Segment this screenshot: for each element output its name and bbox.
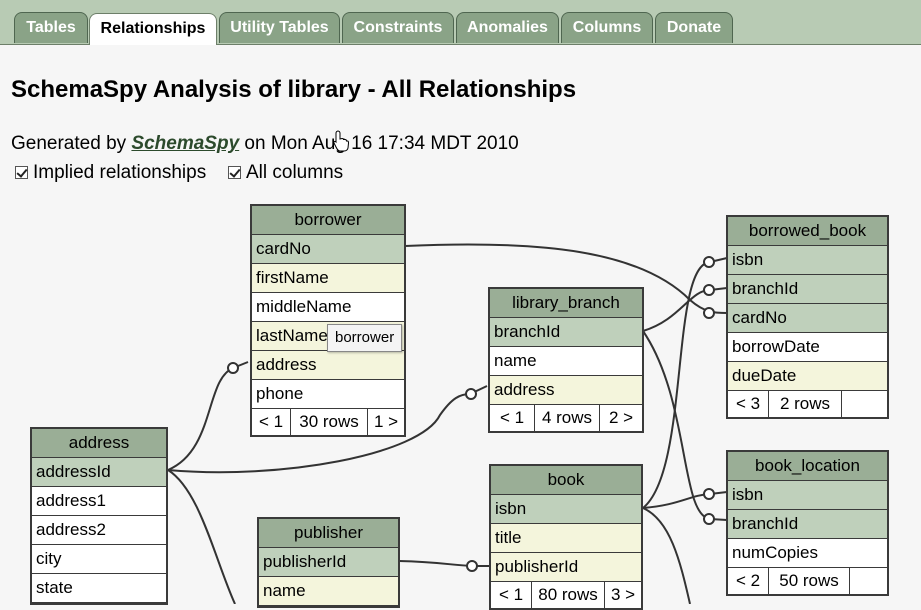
edge-book-isbn-down — [642, 507, 691, 604]
edge-end-library-branch-address — [465, 388, 477, 400]
column-address2[interactable]: address2 — [32, 516, 166, 545]
column-firstname[interactable]: firstName — [252, 264, 404, 293]
column-isbn[interactable]: isbn — [728, 481, 887, 510]
column-isbn[interactable]: isbn — [728, 246, 887, 275]
column-title[interactable]: title — [491, 524, 641, 553]
table-footer: < 1 30 rows 1 > — [252, 409, 404, 435]
edge-address-borrower — [167, 361, 249, 471]
column-address[interactable]: address — [490, 376, 642, 405]
table-book-location[interactable]: book_location isbn branchId numCopies < … — [726, 450, 889, 596]
schemaspy-link[interactable]: SchemaSpy — [131, 133, 240, 154]
children-count[interactable]: 2 > — [608, 408, 634, 427]
parents-count[interactable]: < 2 — [728, 568, 769, 594]
column-publisherid[interactable]: publisherId — [259, 548, 398, 577]
edge-book-borrowed-book — [642, 257, 728, 509]
table-footer: < 2 50 rows — [728, 568, 887, 594]
generated-prefix: Generated by — [11, 133, 132, 154]
column-cardno[interactable]: cardNo — [252, 235, 404, 264]
children-count[interactable]: 1 > — [373, 412, 399, 431]
edge-book-book-location — [642, 491, 728, 509]
column-address[interactable]: address — [252, 351, 404, 380]
table-borrower[interactable]: borrower cardNo firstName middleName las… — [250, 204, 406, 437]
table-footer: < 1 4 rows 2 > — [490, 405, 642, 431]
tab-constraints[interactable]: Constraints — [342, 12, 454, 43]
edge-end-borrower-address — [227, 362, 239, 374]
edge-address-publisher — [167, 469, 236, 604]
column-publisherid[interactable]: publisherId — [491, 553, 641, 582]
table-footer: < 1 80 rows 3 > — [491, 582, 641, 608]
row-count: 4 rows — [535, 405, 600, 431]
row-count: 80 rows — [532, 582, 605, 608]
parents-count[interactable]: < 1 — [490, 405, 535, 431]
row-count: 50 rows — [769, 568, 850, 594]
column-phone[interactable]: phone — [252, 380, 404, 409]
column-duedate[interactable]: dueDate — [728, 362, 887, 391]
generated-suffix: on Mon Aug 16 17:34 MDT 2010 — [239, 133, 519, 154]
generated-line: Generated by SchemaSpy on Mon Aug 16 17:… — [11, 133, 519, 155]
row-count: 2 rows — [769, 391, 842, 417]
children-count[interactable]: 3 > — [610, 585, 636, 604]
tab-bar: Tables Relationships Utility Tables Cons… — [0, 0, 921, 45]
tab-tables[interactable]: Tables — [14, 12, 88, 43]
table-title[interactable]: address — [32, 429, 166, 458]
column-name[interactable]: name — [490, 347, 642, 376]
parents-count[interactable]: < 1 — [252, 409, 291, 435]
table-title[interactable]: book — [491, 466, 641, 495]
tab-relationships[interactable]: Relationships — [89, 13, 217, 45]
edge-end-book-location-branch — [703, 513, 715, 525]
table-publisher[interactable]: publisher publisherId name — [257, 517, 400, 608]
edge-end-borrowed-book-branch — [703, 284, 715, 296]
edge-publisher-book — [398, 560, 489, 567]
tab-utility-tables[interactable]: Utility Tables — [219, 12, 340, 43]
all-columns-option[interactable]: All columns — [228, 162, 343, 184]
table-borrowed-book[interactable]: borrowed_book isbn branchId cardNo borro… — [726, 215, 889, 419]
all-columns-checkbox[interactable] — [228, 166, 241, 179]
column-branchid[interactable]: branchId — [728, 510, 887, 539]
edge-end-borrowed-book-cardno — [703, 307, 715, 319]
table-address[interactable]: address addressId address1 address2 city… — [30, 427, 168, 605]
column-middlename[interactable]: middleName — [252, 293, 404, 322]
column-addressid[interactable]: addressId — [32, 458, 166, 487]
implied-relationships-checkbox[interactable] — [15, 166, 28, 179]
page-title: SchemaSpy Analysis of library - All Rela… — [11, 76, 577, 103]
hover-tooltip: borrower — [327, 324, 403, 352]
table-footer: < 3 2 rows — [728, 391, 887, 417]
table-library-branch[interactable]: library_branch branchId name address < 1… — [488, 287, 644, 433]
children-count[interactable] — [850, 568, 887, 594]
column-city[interactable]: city — [32, 545, 166, 574]
implied-relationships-option[interactable]: Implied relationships — [15, 162, 206, 184]
parents-count[interactable]: < 3 — [728, 391, 769, 417]
column-name[interactable]: name — [259, 577, 398, 606]
hand-cursor-icon — [333, 130, 349, 152]
column-branchid[interactable]: branchId — [490, 318, 642, 347]
edge-branch-borrowed-book — [642, 287, 728, 332]
children-count[interactable] — [842, 391, 887, 417]
column-cardno[interactable]: cardNo — [728, 304, 887, 333]
edge-end-book-location-isbn — [703, 488, 715, 500]
row-count: 30 rows — [291, 409, 368, 435]
column-state[interactable]: state — [32, 574, 166, 603]
table-title[interactable]: borrower — [252, 206, 404, 235]
table-title[interactable]: book_location — [728, 452, 887, 481]
implied-relationships-label: Implied relationships — [33, 162, 207, 183]
table-title[interactable]: library_branch — [490, 289, 642, 318]
table-title[interactable]: borrowed_book — [728, 217, 887, 246]
tab-donate[interactable]: Donate — [655, 12, 733, 43]
tab-anomalies[interactable]: Anomalies — [456, 12, 559, 43]
column-address1[interactable]: address1 — [32, 487, 166, 516]
column-isbn[interactable]: isbn — [491, 495, 641, 524]
table-title[interactable]: publisher — [259, 519, 398, 548]
table-book[interactable]: book isbn title publisherId < 1 80 rows … — [489, 464, 643, 610]
column-numcopies[interactable]: numCopies — [728, 539, 887, 568]
edge-end-borrowed-book-isbn — [703, 256, 715, 268]
column-branchid[interactable]: branchId — [728, 275, 887, 304]
parents-count[interactable]: < 1 — [491, 582, 532, 608]
all-columns-label: All columns — [246, 162, 344, 183]
edge-end-book-publisher — [466, 560, 478, 572]
column-borrowdate[interactable]: borrowDate — [728, 333, 887, 362]
tab-columns[interactable]: Columns — [561, 12, 653, 43]
edge-branch-book-location — [642, 330, 728, 521]
